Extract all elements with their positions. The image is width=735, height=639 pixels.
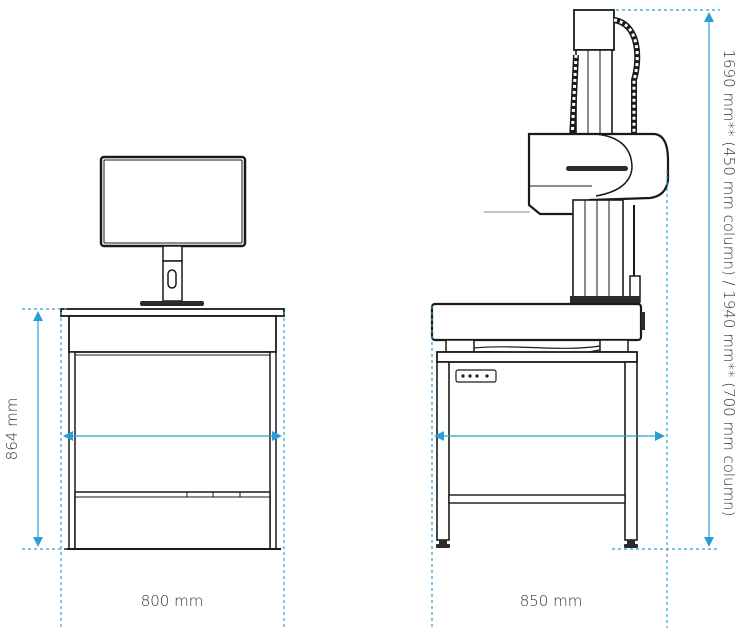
desk-width-label: 800 mm	[141, 592, 204, 610]
measuring-machine	[430, 9, 670, 548]
desk-with-monitor	[60, 155, 285, 550]
machine-width-label: 850 mm	[520, 592, 583, 610]
machine-height-label: 1690 mm** (450 mm column) / 1940 mm** (7…	[720, 49, 735, 516]
monitor	[99, 155, 247, 306]
desk-height-label: 864 mm	[3, 398, 21, 461]
dimension-lines	[22, 9, 720, 628]
desk	[60, 308, 285, 550]
